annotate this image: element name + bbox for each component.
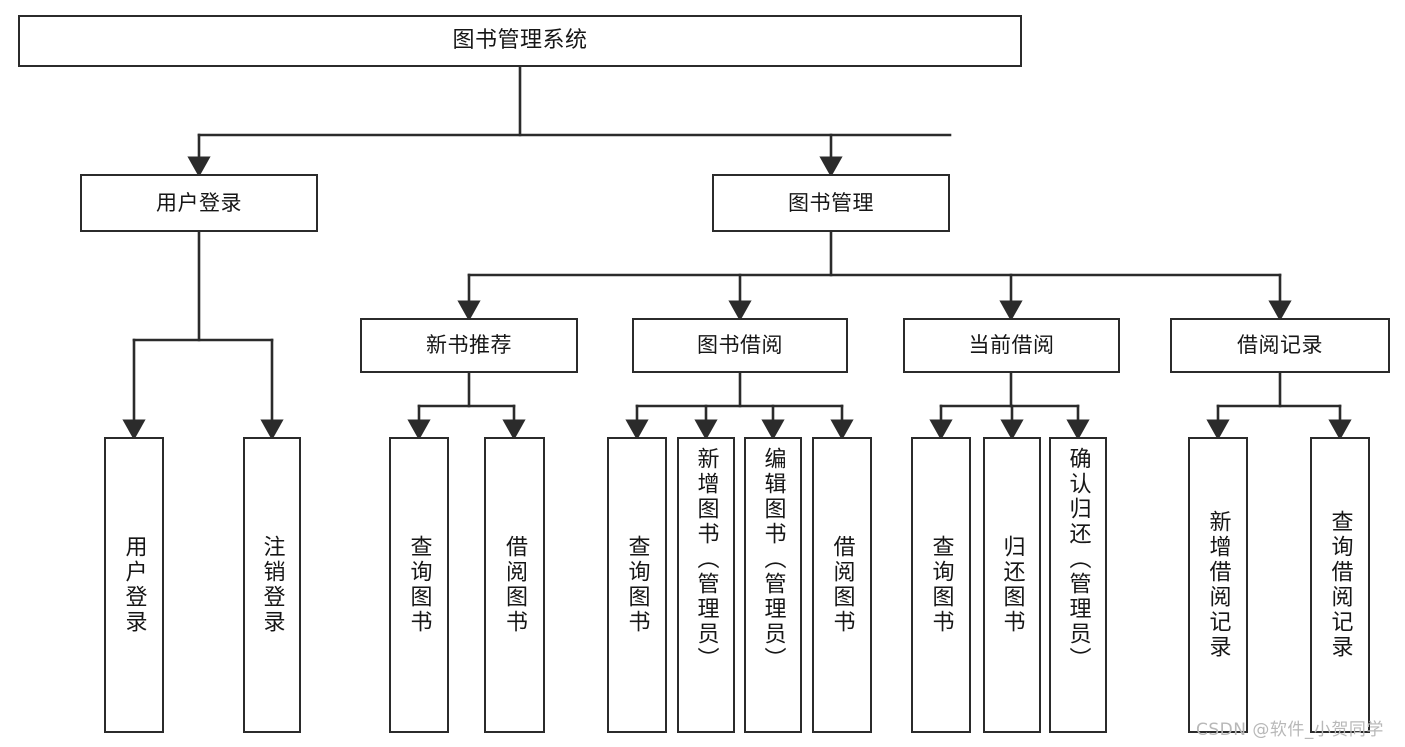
- node-book-borrow-label: 图书借阅: [697, 333, 783, 358]
- node-root[interactable]: 图书管理系统: [18, 15, 1022, 67]
- leaf-edit-book[interactable]: 编辑图书（管理员）: [744, 437, 802, 733]
- leaf-query-book-2-label: 查询图书: [624, 535, 650, 635]
- leaf-return-book[interactable]: 归还图书: [983, 437, 1041, 733]
- node-new-book-recommend[interactable]: 新书推荐: [360, 318, 578, 373]
- node-user-login[interactable]: 用户登录: [80, 174, 318, 232]
- node-user-login-label: 用户登录: [156, 190, 242, 215]
- leaf-borrow-book-2-label: 借阅图书: [829, 535, 855, 635]
- leaf-add-record-label: 新增借阅记录: [1205, 510, 1231, 660]
- leaf-query-record-label: 查询借阅记录: [1327, 510, 1353, 660]
- leaf-add-book-label: 新增图书（管理员）: [693, 447, 719, 672]
- node-new-book-recommend-label: 新书推荐: [426, 333, 512, 358]
- leaf-user-logout[interactable]: 注销登录: [243, 437, 301, 733]
- node-book-borrow[interactable]: 图书借阅: [632, 318, 848, 373]
- node-borrow-record-label: 借阅记录: [1237, 333, 1323, 358]
- csdn-watermark: CSDN @软件_小贺同学: [1196, 720, 1384, 740]
- leaf-confirm-return-label: 确认归还（管理员）: [1065, 447, 1091, 672]
- node-book-manage[interactable]: 图书管理: [712, 174, 950, 232]
- node-borrow-record[interactable]: 借阅记录: [1170, 318, 1390, 373]
- leaf-edit-book-label: 编辑图书（管理员）: [760, 447, 786, 672]
- leaf-query-book-3-label: 查询图书: [928, 535, 954, 635]
- leaf-confirm-return[interactable]: 确认归还（管理员）: [1049, 437, 1107, 733]
- node-book-manage-label: 图书管理: [788, 190, 874, 215]
- leaf-query-record[interactable]: 查询借阅记录: [1310, 437, 1370, 733]
- leaf-add-book[interactable]: 新增图书（管理员）: [677, 437, 735, 733]
- node-current-borrow[interactable]: 当前借阅: [903, 318, 1120, 373]
- leaf-borrow-book-1[interactable]: 借阅图书: [484, 437, 545, 733]
- leaf-user-login[interactable]: 用户登录: [104, 437, 164, 733]
- node-root-label: 图书管理系统: [452, 28, 588, 54]
- leaf-borrow-book-1-label: 借阅图书: [502, 535, 528, 635]
- leaf-query-book-2[interactable]: 查询图书: [607, 437, 667, 733]
- node-current-borrow-label: 当前借阅: [968, 333, 1055, 358]
- leaf-return-book-label: 归还图书: [999, 535, 1025, 635]
- leaf-query-book-1[interactable]: 查询图书: [389, 437, 449, 733]
- leaf-query-book-3[interactable]: 查询图书: [911, 437, 971, 733]
- leaf-user-login-label: 用户登录: [121, 535, 147, 635]
- leaf-add-record[interactable]: 新增借阅记录: [1188, 437, 1248, 733]
- leaf-query-book-1-label: 查询图书: [406, 535, 432, 635]
- leaf-borrow-book-2[interactable]: 借阅图书: [812, 437, 872, 733]
- leaf-user-logout-label: 注销登录: [259, 535, 285, 635]
